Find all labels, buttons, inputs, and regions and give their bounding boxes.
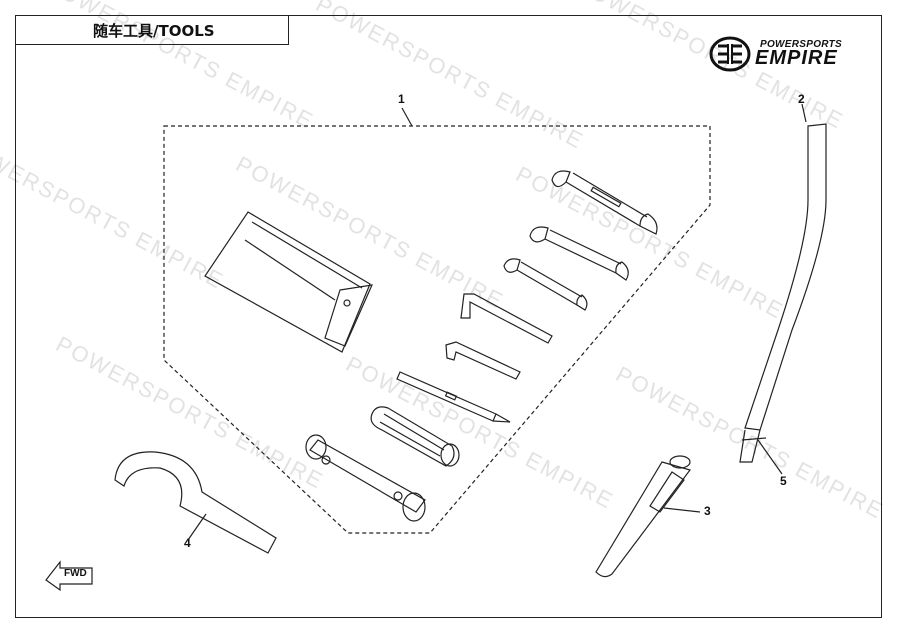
leader-line-1: [401, 107, 413, 127]
callout-5: 5: [780, 474, 787, 488]
tool-bag: [204, 211, 373, 353]
hex-key-small: [445, 341, 521, 380]
leader-line-4: [187, 513, 207, 541]
fwd-label: FWD: [64, 568, 87, 579]
screwdriver-handle: [370, 406, 460, 467]
callout-2: 2: [798, 92, 805, 106]
empire-emblem-icon: [709, 36, 751, 72]
brand-line2: EMPIRE: [755, 47, 838, 69]
wrench-medium: [529, 226, 629, 281]
screwdriver: [396, 371, 511, 423]
tool-kit-outline: [163, 125, 711, 534]
box-spanner: [305, 434, 426, 522]
hook-spanner: [114, 451, 277, 554]
wrench-small: [503, 258, 588, 311]
leader-line-3: [663, 507, 701, 513]
hex-key-large: [460, 293, 553, 344]
brand-line1: POWERSPORTS: [760, 39, 843, 50]
drawing-frame: [15, 15, 882, 618]
callout-3: 3: [704, 504, 711, 518]
page-title: 随车工具/TOOLS: [93, 22, 215, 40]
callout-1: 1: [398, 92, 405, 106]
wrench-large: [551, 170, 658, 235]
title-box: 随车工具/TOOLS: [15, 15, 289, 45]
pressure-gauge: [595, 455, 701, 578]
brand-logo: POWERSPORTS EMPIRE: [708, 34, 873, 74]
extension-handle: [739, 103, 827, 475]
fwd-arrow-icon: [45, 560, 93, 592]
leader-line-5: [757, 439, 783, 475]
callout-4: 4: [184, 536, 191, 550]
leader-line-2: [801, 103, 807, 123]
